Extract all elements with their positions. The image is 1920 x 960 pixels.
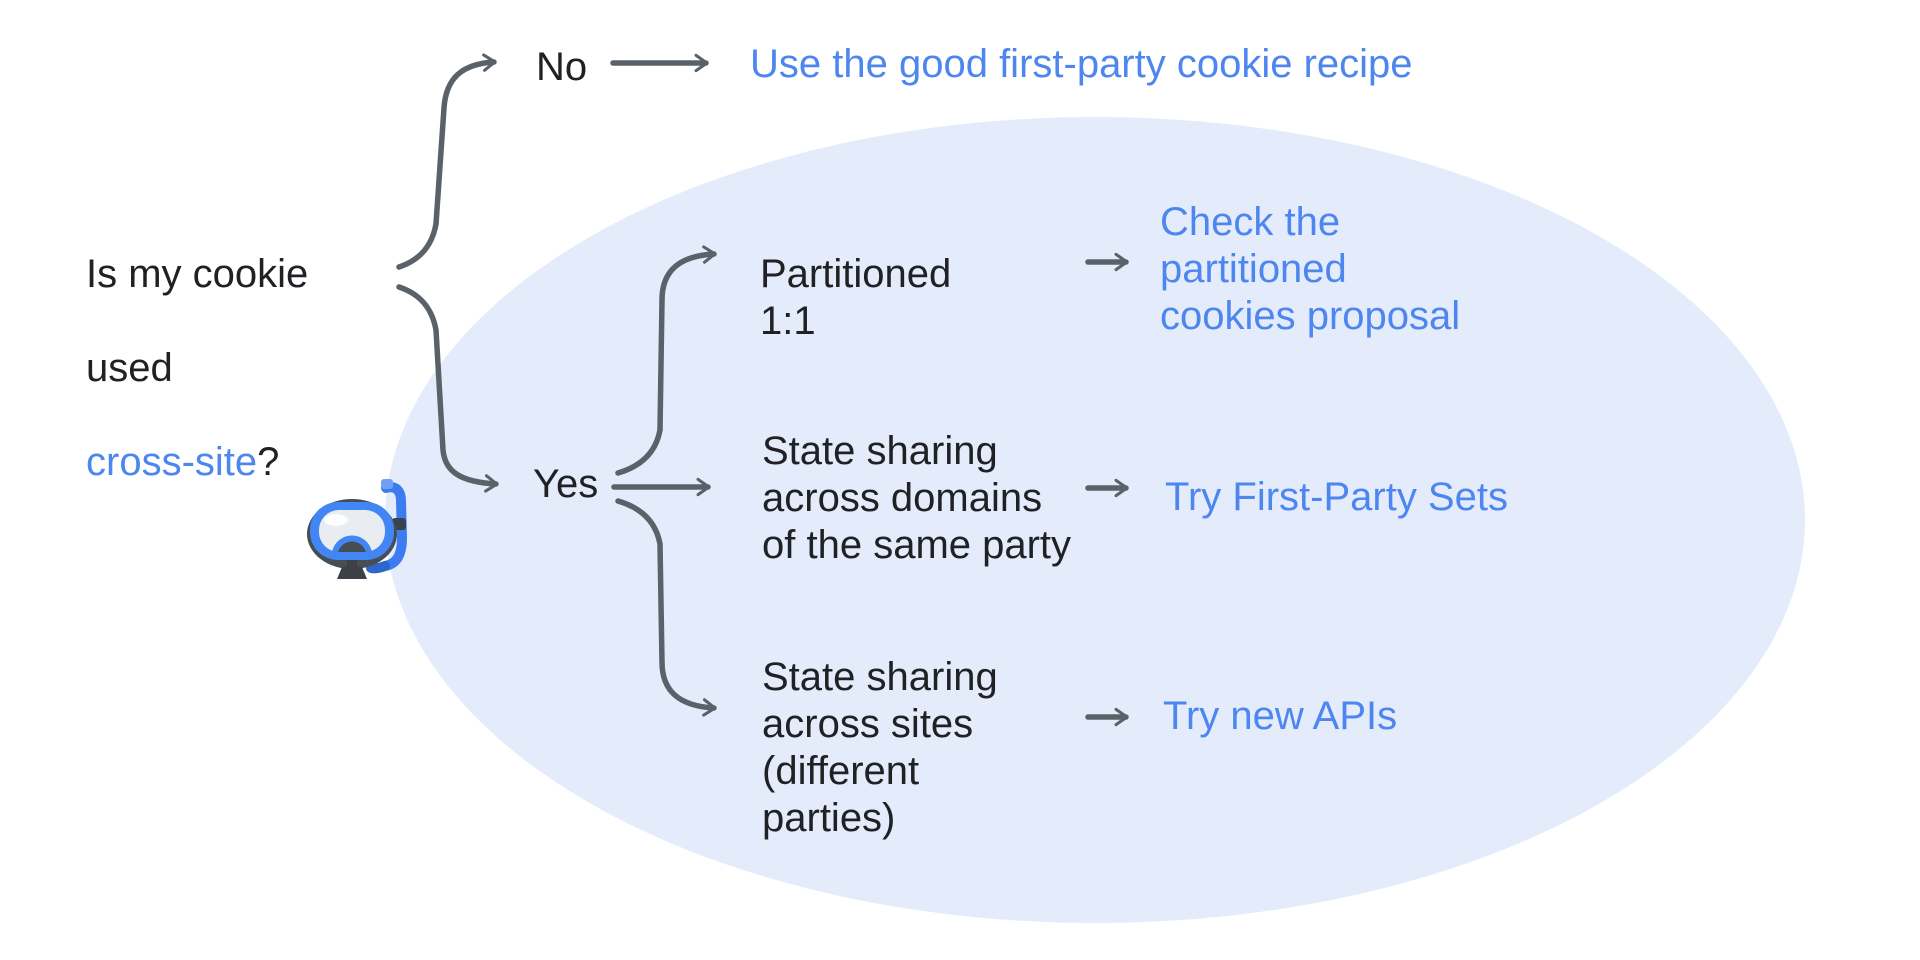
connector-question-to-yes (396, 284, 499, 493)
yes-label: Yes (533, 462, 599, 506)
sites-condition-label: State sharing across sites (different pa… (762, 655, 998, 840)
domains-condition-label: State sharing across domains of the same… (762, 429, 1072, 567)
connector-yes-to-partitioned (615, 245, 717, 476)
partitioned-result-link[interactable]: Check the partitioned cookies proposal (1160, 200, 1461, 338)
diving-mask-icon (307, 479, 408, 579)
no-result-link[interactable]: Use the good first-party cookie recipe (750, 42, 1413, 86)
no-label: No (536, 45, 588, 89)
question-line-2: used (86, 346, 173, 390)
question-punctuation: ? (257, 440, 280, 484)
question-line-1: Is my cookie (86, 252, 309, 296)
sites-result-link[interactable]: Try new APIs (1163, 694, 1398, 738)
question-line-3: cross-site? (86, 439, 308, 486)
question-label: Is my cookie used cross-site? (86, 204, 308, 533)
connector-yes-to-sites (615, 498, 717, 717)
domains-result-link[interactable]: Try First-Party Sets (1165, 475, 1508, 519)
partitioned-condition-label: Partitioned 1:1 (760, 252, 952, 343)
cross-site-group-ellipse (385, 117, 1805, 923)
connector-question-to-no (396, 53, 497, 270)
cross-site-link[interactable]: cross-site (86, 440, 258, 484)
